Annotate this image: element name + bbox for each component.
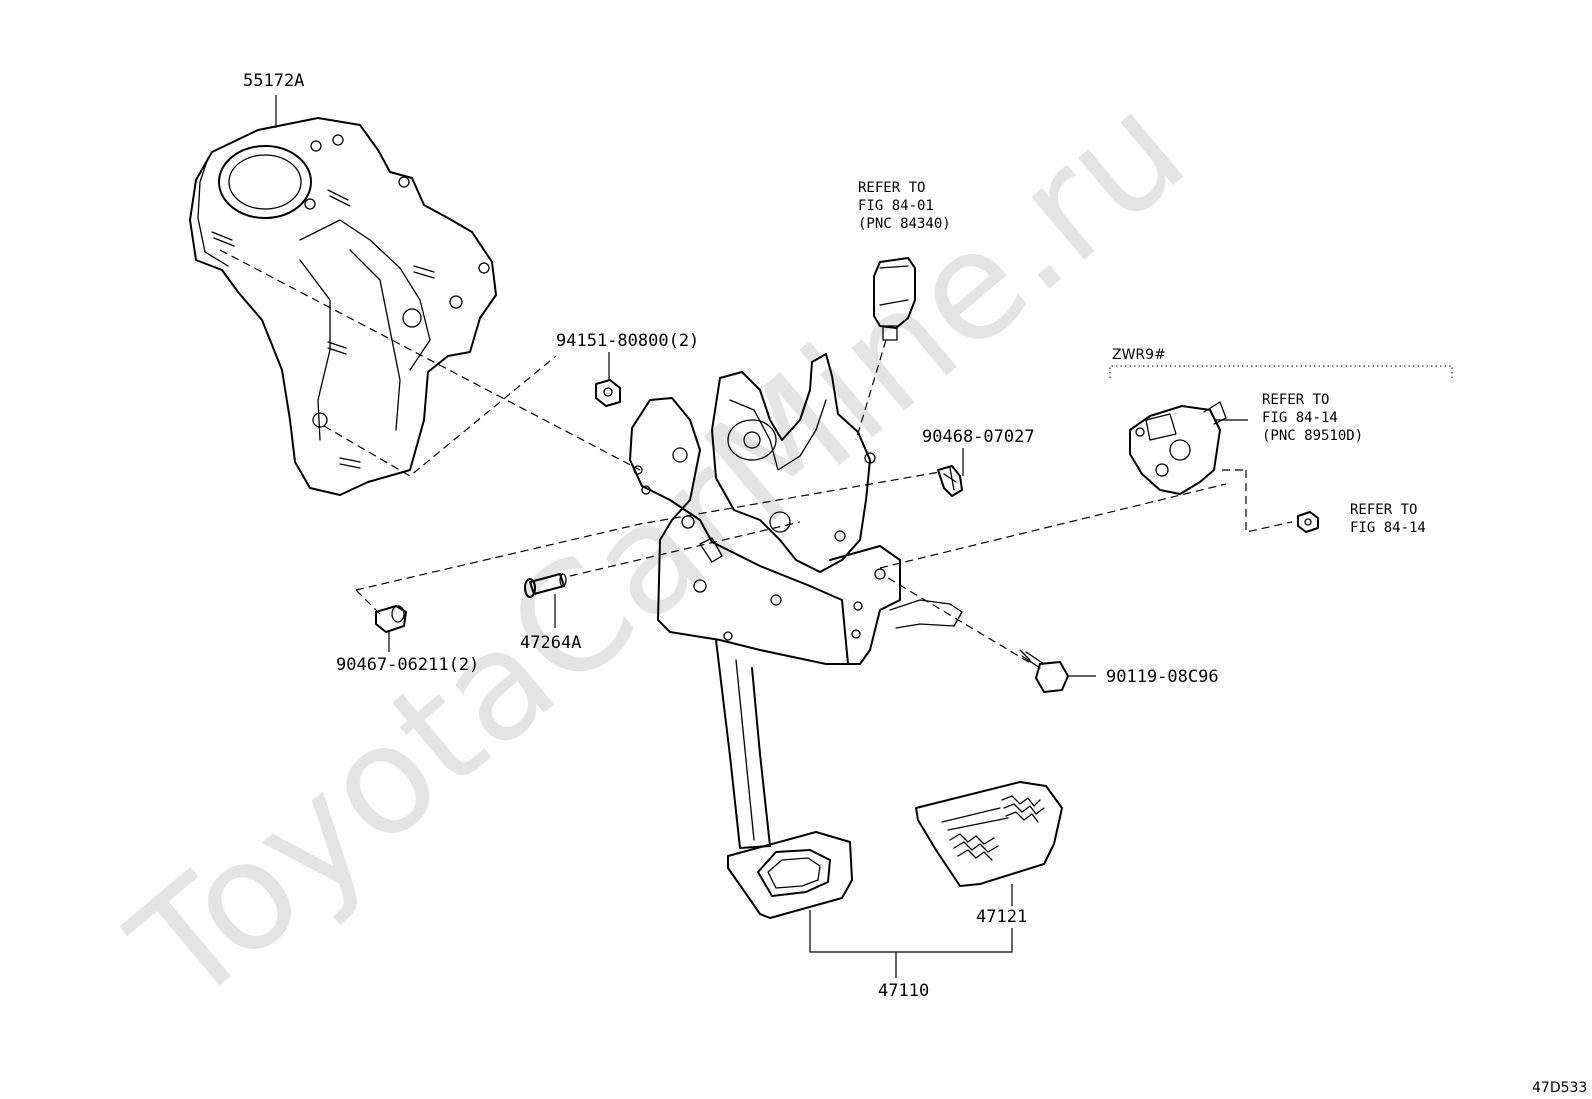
label-sensor-pnc[interactable]: (PNC 89510D): [1262, 428, 1363, 444]
part-labels: 55172A 94151-80800(2) REFER TO FIG 84-01…: [243, 71, 1587, 1096]
label-sensor-fig[interactable]: FIG 84-14: [1262, 410, 1338, 426]
label-cushion[interactable]: 90467-06211(2): [336, 655, 479, 675]
label-bracket[interactable]: 55172A: [243, 71, 304, 91]
label-clip[interactable]: 90468-07027: [922, 427, 1035, 447]
figure-code: 47D533: [1532, 1080, 1587, 1096]
label-pedal-pad[interactable]: 47121: [976, 907, 1027, 927]
leader-lines: [275, 95, 1453, 978]
label-pin[interactable]: 47264A: [520, 633, 581, 653]
label-sensor-refer[interactable]: REFER TO: [1262, 392, 1329, 408]
clevis-pin[interactable]: [524, 573, 567, 598]
brake-pedal-assembly[interactable]: [629, 353, 963, 919]
label-pedal-assy[interactable]: 47110: [878, 981, 929, 1001]
label-switch-fig[interactable]: FIG 84-01: [858, 198, 934, 214]
assembly-lines: [219, 249, 1293, 665]
pedal-cushion[interactable]: [375, 605, 407, 633]
label-nut-fig[interactable]: FIG 84-14: [1350, 520, 1426, 536]
pedal-support-bracket[interactable]: [189, 117, 497, 496]
pedal-pad[interactable]: [915, 781, 1063, 887]
label-nut[interactable]: 94151-80800(2): [556, 331, 699, 351]
label-switch-refer[interactable]: REFER TO: [858, 180, 925, 196]
flange-nut[interactable]: [595, 379, 621, 407]
flange-bolt[interactable]: [1019, 649, 1069, 693]
sensor-nut[interactable]: [1297, 511, 1319, 533]
label-switch-pnc[interactable]: (PNC 84340): [858, 216, 951, 232]
stop-lamp-switch[interactable]: [873, 257, 916, 341]
clip[interactable]: [937, 465, 963, 497]
label-bolt[interactable]: 90119-08C96: [1106, 667, 1219, 687]
label-nut-refer[interactable]: REFER TO: [1350, 502, 1417, 518]
pedal-stroke-sensor[interactable]: [1129, 401, 1227, 495]
label-variant: ZWR9#: [1112, 347, 1166, 363]
